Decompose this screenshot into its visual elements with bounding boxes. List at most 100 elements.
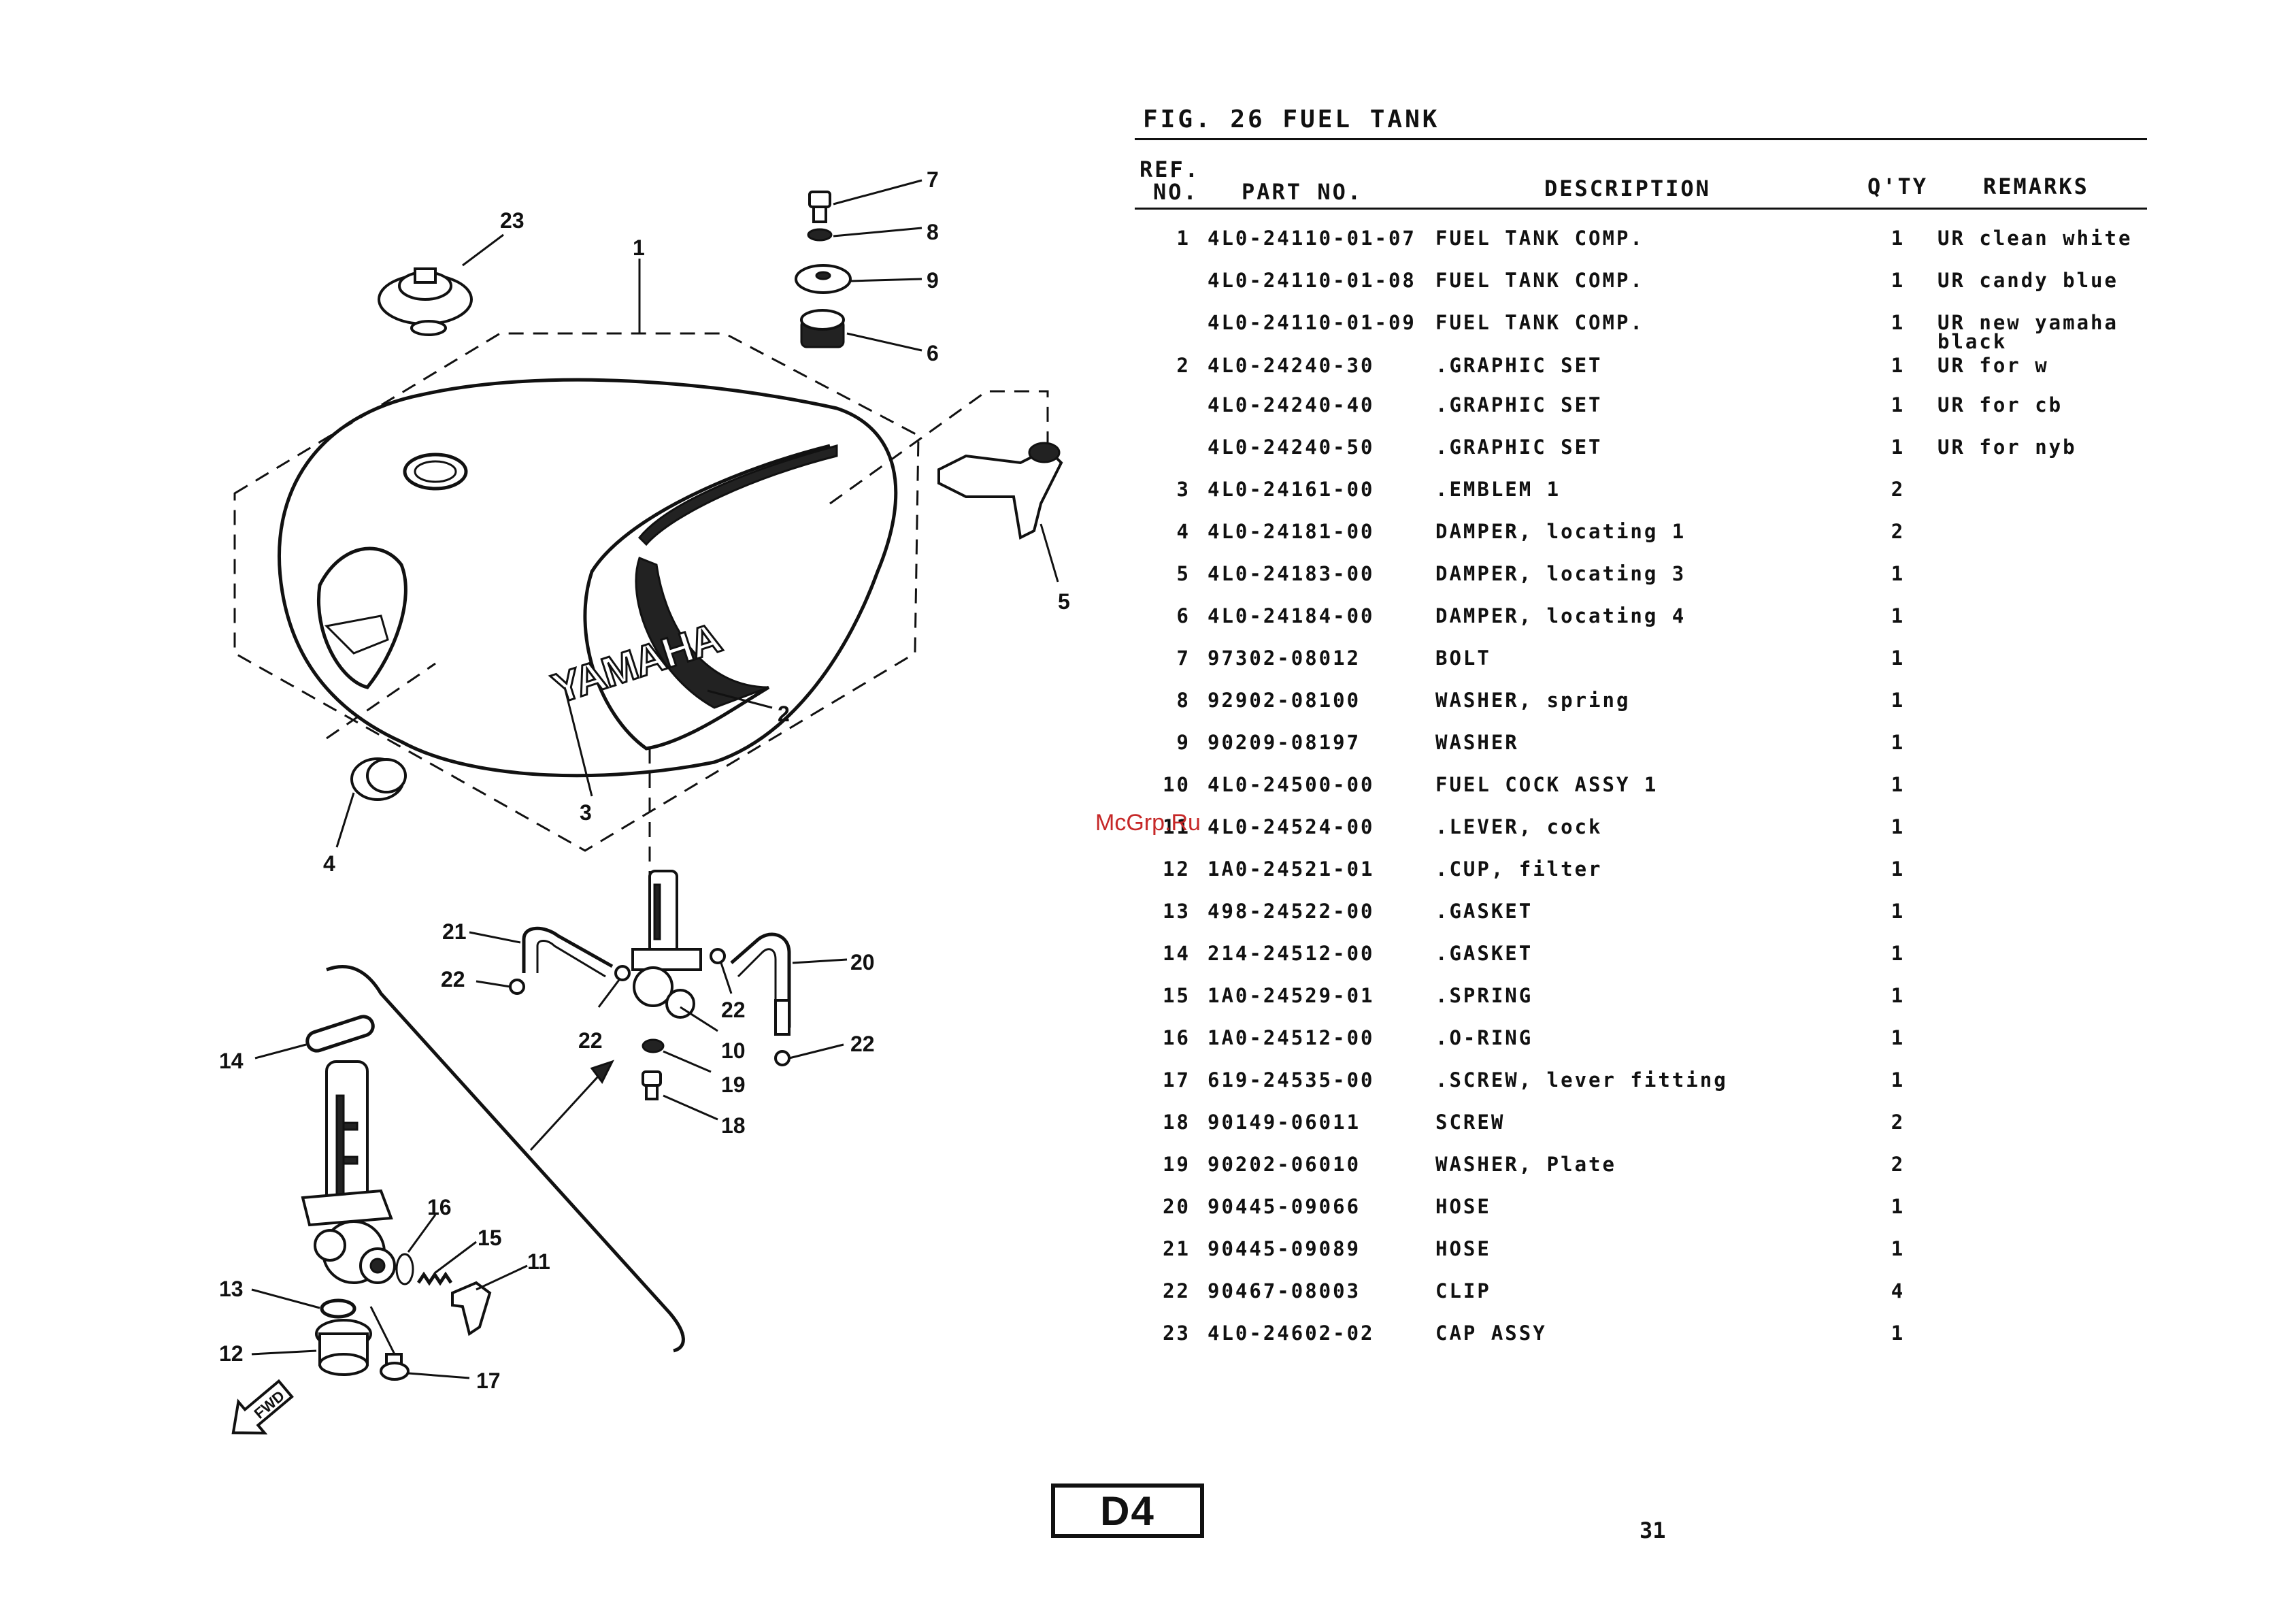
callout-18: 18 (721, 1113, 746, 1138)
part-no: 4L0-24183-00 (1208, 562, 1375, 585)
part-no: 1A0-24512-00 (1208, 1026, 1375, 1049)
description: .O-RING (1435, 1026, 1533, 1049)
callout-5: 5 (1058, 589, 1070, 614)
part-no: 97302-08012 (1208, 646, 1361, 670)
mount-grommet (1028, 442, 1061, 463)
bolt (808, 191, 831, 223)
leader-line-15 (435, 1241, 477, 1274)
leader-line-6 (846, 332, 922, 352)
ref-no: 7 (1176, 646, 1191, 670)
description: .GRAPHIC SET (1435, 354, 1603, 377)
description: .GASKET (1435, 942, 1533, 965)
callout-12: 12 (219, 1341, 244, 1366)
lever-fitting-screw (380, 1353, 410, 1381)
callout-10: 10 (721, 1038, 746, 1063)
quantity: 2 (1891, 1111, 1906, 1134)
gasket-14 (305, 1015, 375, 1053)
detail-pointer-arrow (529, 1067, 607, 1151)
hose-21-outline (536, 940, 606, 978)
quantity: 1 (1891, 227, 1906, 250)
quantity: 1 (1891, 1026, 1906, 1049)
description: FUEL TANK COMP. (1435, 227, 1644, 250)
callout-7: 7 (927, 167, 939, 192)
callout-23: 23 (500, 208, 525, 233)
description: SCREW (1435, 1111, 1505, 1134)
callout-14: 14 (219, 1049, 244, 1073)
callout-19: 19 (721, 1072, 746, 1097)
detail-pointer-arrowhead (590, 1060, 614, 1084)
ref-no: 17 (1163, 1068, 1191, 1092)
spring-washer (807, 228, 833, 242)
description: HOSE (1435, 1195, 1491, 1218)
plate-washer (642, 1038, 665, 1053)
leader-line-7 (833, 179, 922, 206)
ref-no: 9 (1176, 731, 1191, 754)
callout-6: 6 (927, 341, 939, 365)
part-no: 4L0-24524-00 (1208, 815, 1375, 838)
leader-line-5 (1039, 523, 1059, 583)
part-no: 4L0-24184-00 (1208, 604, 1375, 627)
callout-8: 8 (927, 220, 939, 244)
damper-locating-4 (800, 309, 845, 348)
damper-locating-3 (937, 447, 1063, 540)
ref-no: 20 (1163, 1195, 1191, 1218)
description: DAMPER, locating 4 (1435, 604, 1686, 627)
ref-no: 18 (1163, 1111, 1191, 1134)
knee-recess (317, 546, 407, 689)
description: .CUP, filter (1435, 857, 1603, 881)
header-ref-line1: REF. (1139, 157, 1201, 182)
remarks: UR for nyb (1937, 436, 2077, 459)
tank-mount-bracket (324, 614, 389, 655)
graphic-stripe-upper (637, 444, 838, 546)
quantity: 1 (1891, 562, 1906, 585)
quantity: 1 (1891, 942, 1906, 965)
description: .GRAPHIC SET (1435, 436, 1603, 459)
leader-line-13 (251, 1288, 320, 1309)
ref-no: 15 (1163, 984, 1191, 1007)
description: WASHER, Plate (1435, 1153, 1616, 1176)
hose-21 (522, 926, 614, 973)
callout-21: 21 (442, 919, 467, 944)
ref-no: 5 (1176, 562, 1191, 585)
quantity: 1 (1891, 646, 1906, 670)
part-no: 4L0-24602-02 (1208, 1322, 1375, 1345)
washer (795, 264, 852, 294)
leader-line-20 (792, 958, 848, 964)
quantity: 1 (1891, 984, 1906, 1007)
front-mount-leader (326, 662, 436, 740)
ref-no: 11 (1163, 815, 1191, 838)
description: FUEL TANK COMP. (1435, 269, 1644, 292)
exploded-parts-diagram: YAMAHA (219, 167, 1070, 1435)
leader-line-17 (369, 1306, 396, 1355)
header-description: DESCRIPTION (1544, 176, 1711, 201)
graphic-stripe-lower (635, 557, 769, 709)
page-number: 31 (1640, 1518, 1666, 1543)
leader-line-10 (680, 1006, 718, 1032)
quantity: 1 (1891, 604, 1906, 627)
filler-neck (403, 453, 468, 491)
quantity: 1 (1891, 436, 1906, 459)
leader-line-2 (707, 689, 773, 709)
quantity: 1 (1891, 311, 1906, 334)
description: CAP ASSY (1435, 1322, 1547, 1345)
quantity: 1 (1891, 815, 1906, 838)
callout-22-left: 22 (441, 967, 465, 991)
quantity: 1 (1891, 731, 1906, 754)
part-no: 4L0-24240-40 (1208, 393, 1375, 416)
ref-no: 23 (1163, 1322, 1191, 1345)
quantity: 1 (1891, 689, 1906, 712)
leader-line-12 (251, 1349, 317, 1356)
leader-line-16 (407, 1214, 437, 1253)
description: FUEL COCK ASSY 1 (1435, 773, 1659, 796)
quantity: 1 (1891, 393, 1906, 416)
description: .LEVER, cock (1435, 815, 1603, 838)
ref-no: 3 (1176, 478, 1191, 501)
part-no: 90467-08003 (1208, 1279, 1361, 1302)
part-no: 90202-06010 (1208, 1153, 1361, 1176)
ref-no: 6 (1176, 604, 1191, 627)
page-section-code: D4 (1051, 1483, 1204, 1538)
quantity: 1 (1891, 857, 1906, 881)
ref-no: 8 (1176, 689, 1191, 712)
part-no: 90149-06011 (1208, 1111, 1361, 1134)
leader-line-18 (663, 1094, 718, 1121)
